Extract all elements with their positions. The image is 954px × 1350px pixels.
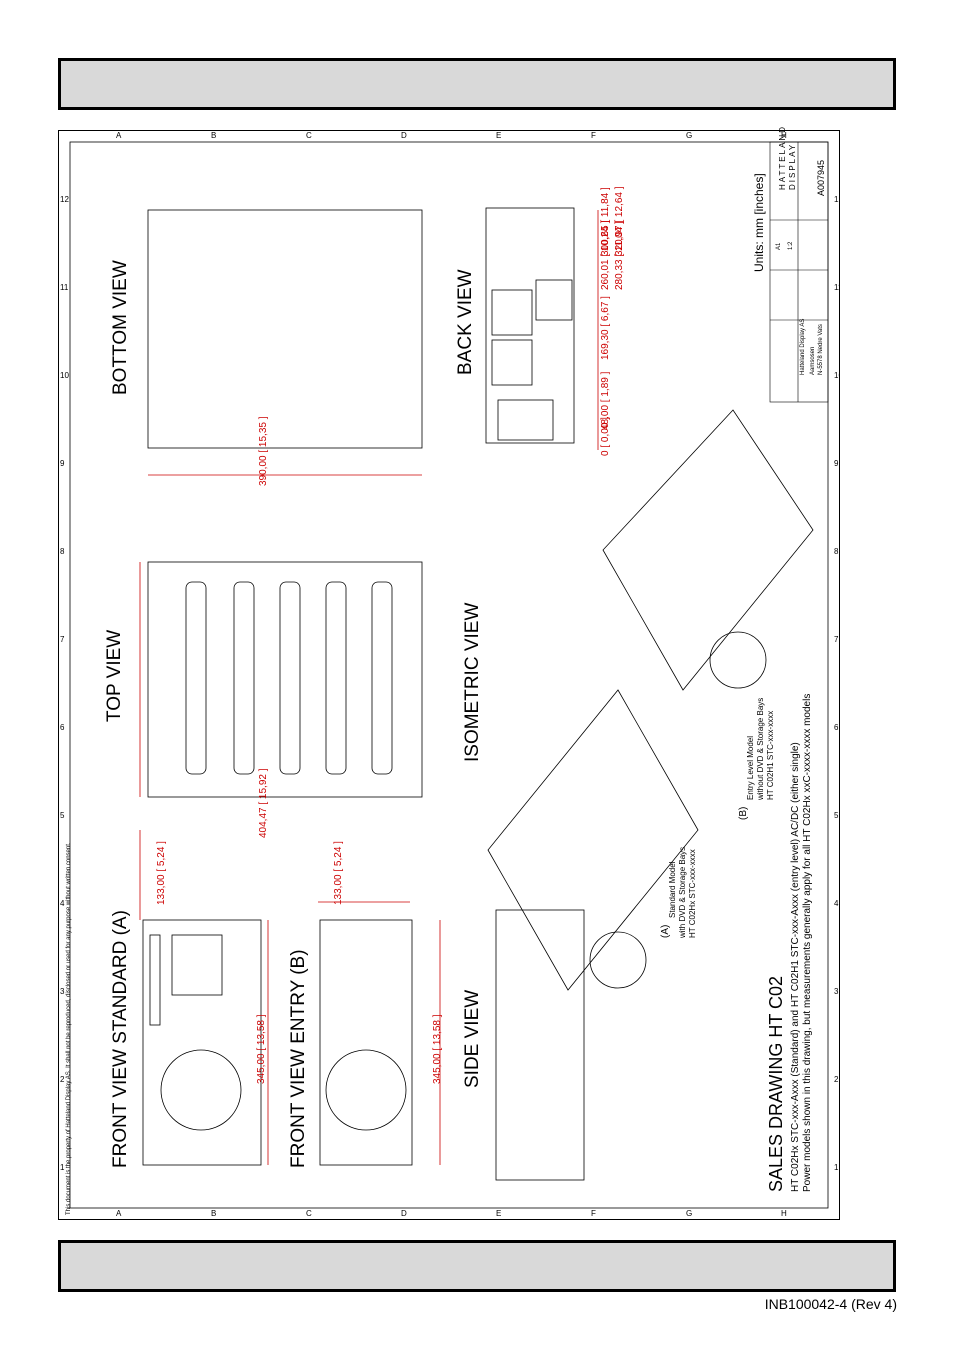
- isometric-a: [487, 689, 699, 991]
- dim-bottom-width: 390,00 [ 15,35 ]: [258, 416, 269, 486]
- drive-bays: [171, 934, 223, 996]
- grid-letter: F: [591, 1209, 596, 1218]
- grid-number: 2: [834, 1075, 839, 1084]
- grid-letter: C: [306, 1209, 312, 1218]
- front-view-standard-title: FRONT VIEW STANDARD (A): [110, 910, 131, 1168]
- sales-title: SALES DRAWING HT C02: [766, 975, 786, 1192]
- grid-letter: H: [781, 1209, 787, 1218]
- model-b-line-3: HT C02H1 STC-xxx-xxxx: [766, 710, 775, 800]
- grid-letter: A: [116, 1209, 122, 1218]
- grid-number: 12: [834, 195, 840, 204]
- model-a-line-3: HT C02Hx STC-xxx-xxxx: [688, 849, 697, 938]
- grid-letter: C: [306, 131, 312, 140]
- tb-address-1: Aamsosen: [810, 346, 816, 375]
- top-view-outline: [147, 561, 423, 798]
- grid-number: 9: [60, 459, 65, 468]
- grid-number: 4: [60, 899, 65, 908]
- back-view-outline: [485, 207, 575, 444]
- grid-number: 4: [834, 899, 839, 908]
- grid-letter: G: [686, 1209, 692, 1218]
- tb-address-2: N-5578 Nedre Vats: [818, 324, 824, 375]
- fan-grille-b: [325, 1049, 407, 1131]
- confidential-note: This document is the property of Hattela…: [66, 842, 72, 1215]
- dim-front-b-width: 133,00 [ 5,24 ]: [333, 841, 344, 905]
- grid-number: 11: [60, 283, 69, 292]
- footer-bar: [58, 1240, 896, 1292]
- tb-logo-line-2: DISPLAY: [788, 142, 797, 190]
- tb-size: A1: [776, 242, 782, 250]
- dim-back-6: 320,97 [ 12,64 ]: [614, 186, 625, 256]
- grid-letter: A: [116, 131, 122, 140]
- grid-letter: E: [496, 1209, 501, 1218]
- model-a-line-1: Standard Model: [668, 861, 677, 918]
- dim-front-b-height: 345,00 [ 13,58 ]: [432, 1014, 443, 1084]
- back-view-title: BACK VIEW: [455, 269, 476, 375]
- grid-number: 10: [834, 371, 840, 380]
- grid-letter: H: [781, 131, 787, 140]
- grid-number: 1: [60, 1163, 65, 1172]
- grid-letter: E: [496, 131, 501, 140]
- tb-drawing-no: A007945: [816, 159, 826, 196]
- grid-letter: G: [686, 131, 692, 140]
- side-view-outline: [495, 909, 585, 1181]
- grid-number: 8: [60, 547, 65, 556]
- grid-letter: B: [211, 1209, 216, 1218]
- grid-number: 3: [834, 987, 839, 996]
- grid-number: 8: [834, 547, 839, 556]
- top-view-title: TOP VIEW: [104, 629, 125, 722]
- model-b-line-1: Entry Level Model: [746, 735, 755, 800]
- grid-number: 5: [60, 811, 65, 820]
- header-bar: [58, 58, 896, 110]
- title-block: [769, 141, 829, 403]
- model-a-line-2: with DVD & Storage Bays: [678, 846, 687, 938]
- grid-number: 7: [834, 635, 839, 644]
- bottom-view-outline: [147, 209, 423, 449]
- isometric-b: [602, 409, 814, 691]
- front-view-entry-title: FRONT VIEW ENTRY (B): [288, 949, 309, 1168]
- grid-number: 10: [60, 371, 69, 380]
- units-label: Units: mm [inches]: [752, 173, 766, 272]
- grid-letter: B: [211, 131, 216, 140]
- dim-top-width: 404,47 [ 15,92 ]: [258, 768, 269, 838]
- grid-number: 9: [834, 459, 839, 468]
- model-a-letter: (A): [660, 924, 671, 938]
- tb-company: Hatteland Display AS: [800, 318, 806, 375]
- front-view-standard-outline: [142, 919, 262, 1166]
- grid-number: 5: [834, 811, 839, 820]
- dim-front-a-height: 345,00 [ 13,58 ]: [256, 1014, 267, 1084]
- dim-back-5: 300,65 [ 11,84 ]: [600, 187, 611, 256]
- grid-number: 6: [60, 723, 65, 732]
- technical-drawing: AABBCCDDEEFFGGHH112233445566778899101011…: [60, 131, 840, 1218]
- front-view-entry-outline: [319, 919, 413, 1166]
- grid-letter: D: [401, 1209, 407, 1218]
- model-b-letter: (B): [738, 806, 749, 820]
- grid-number: 12: [60, 195, 69, 204]
- dim-back-2: 169,30 [ 6,67 ]: [600, 296, 611, 360]
- note-line-1: HT C02Hx STC-xxx-Axxx (Standard) and HT …: [790, 742, 801, 1192]
- bottom-view-title: BOTTOM VIEW: [110, 260, 131, 395]
- tb-scale: 1:2: [788, 241, 794, 250]
- grid-letter: D: [401, 131, 407, 140]
- model-b-line-2: without DVD & Storage Bays: [756, 697, 765, 800]
- grid-number: 11: [834, 283, 840, 292]
- dim-front-a-width: 133,00 [ 5,24 ]: [156, 841, 167, 905]
- document-id: INB100042-4 (Rev 4): [764, 1296, 897, 1312]
- tb-logo-line-1: HATTELAND: [778, 125, 787, 190]
- drawing-sheet: [58, 130, 840, 1220]
- dim-back-1: 48,00 [ 1,89 ]: [600, 371, 611, 430]
- fan-grille-a: [160, 1049, 242, 1131]
- grid-number: 6: [834, 723, 839, 732]
- grid-number: 1: [834, 1163, 839, 1172]
- side-view-title: SIDE VIEW: [462, 989, 483, 1088]
- isometric-view-title: ISOMETRIC VIEW: [462, 602, 483, 762]
- note-line-2: Power models shown in this drawing, but …: [802, 693, 813, 1192]
- grid-number: 3: [60, 987, 65, 996]
- top-view-rails: [185, 581, 393, 775]
- grid-number: 7: [60, 635, 65, 644]
- grid-letter: F: [591, 131, 596, 140]
- grid-number: 2: [60, 1075, 65, 1084]
